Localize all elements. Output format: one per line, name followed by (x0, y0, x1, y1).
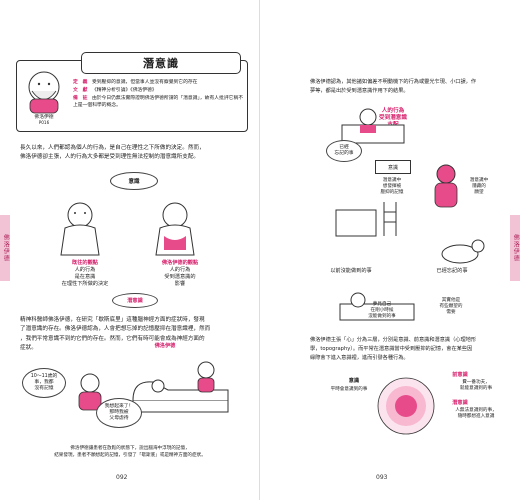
label-consciousness: 意識 (128, 179, 140, 185)
freud-name-label: 佛洛伊德 (154, 343, 176, 349)
caption-right-title: 佛洛伊德的觀點 (161, 260, 199, 266)
ladder-scene-icon (335, 202, 397, 237)
preconscious-layer-label: 前意識 (452, 372, 468, 378)
sleeping-figure-icon (339, 292, 415, 321)
paragraph-behavior: 佛洛伊德認為，其他諸如偏差不明動機下的行為或靈光乍現、小口誤，作 夢等，都是出於… (310, 78, 510, 96)
figure-right-icon (155, 202, 195, 256)
child-thought-bubble: 10～11歲的 事，我都 沒有記憶 (22, 368, 66, 398)
suppressed-memory-text: 潛意識中 想發揮被 壓抑的記憶 (380, 178, 404, 195)
text-line: 佛洛伊德認為，其他諸如偏差不明動機下的行為或靈光乍現、小口誤，作 (310, 79, 477, 85)
unconscious-layer-desc: 人無法意識到的事， 隨時都想進入意識 (455, 408, 497, 419)
mind-layers-icon (377, 377, 435, 435)
profile-title-box: 潛意識 (81, 52, 241, 74)
dog-figure-icon (441, 239, 485, 264)
dream-text: 夢見自己 在剛小時候 沒能做到的事 (368, 302, 396, 319)
page-number-right: 093 (376, 474, 388, 481)
portrait-years: P016 (38, 120, 50, 125)
caption-left-text: 人的行為 是在意識 在理性下所做的決定 (61, 267, 109, 287)
profile-row: 備 註 由於今日仍無法實際證明佛洛伊德所謂的「潛意識」，故有人批評它稱不上是一個… (73, 95, 245, 109)
consciousness-layer-desc: 平時會意識到的事 (330, 387, 368, 392)
left-page: 佛洛伊德 佛洛伊德 P016 潛意識 定 義 受到壓抑的意識，但當事人並沒有察覺… (0, 0, 260, 500)
text-line: 佛洛伊德主張「心」分為三層，分別是意識、前意識和潛意識（心理地形 (310, 337, 477, 343)
thought-cloud-bottom: 潛意識 (112, 293, 158, 308)
forgot-bubble: 已經 忘記的事 (326, 140, 362, 162)
page-number-left: 092 (116, 474, 128, 481)
figure-caption: 佛洛伊德讓患者在放鬆的狀態下，說出腦海中浮現的記憶， 結果發現，患者不願想起的記… (54, 446, 206, 458)
consciousness-layer-label: 意識 (348, 378, 360, 384)
profile-title: 潛意識 (143, 57, 179, 70)
figure-left-icon (60, 202, 100, 256)
caption-left: 既往的觀點 人的行為 是在意識 在理性下所做的決定 (40, 260, 130, 288)
right-page: 佛洛伊德 佛洛伊德認為，其他諸如偏差不明動機下的行為或靈光乍現、小口誤，作 夢等… (260, 0, 520, 500)
profile-row-label: 備 註 (73, 96, 88, 101)
text-line: 症狀。 (20, 345, 37, 352)
profile-row: 定 義 受到壓抑的意識，但當事人並沒有察覺到它的存在 (73, 79, 245, 86)
text-line: ，我們平常意識不到的它們的存在。然而，它們有時可能會成為神經方面的 (20, 335, 205, 342)
side-tab-right: 佛洛伊德 (510, 215, 520, 281)
text-line: 精神科醫師佛洛伊德，在研究「歇斯底里」這種腦神經方面的症狀時，發現 (20, 317, 205, 323)
bed-figure-icon (341, 108, 405, 144)
paragraph-discovery: 精神科醫師佛洛伊德，在研究「歇斯底里」這種腦神經方面的症狀時，發現 了潛意識的存… (20, 316, 252, 354)
cannot-do-text: 以前沒能做到的事 (330, 268, 372, 274)
unconscious-layer-label: 潛意識 (452, 400, 468, 406)
paragraph-topography: 佛洛伊德主張「心」分為三層，分別是意識、前意識和潛意識（心理地形 學，topog… (310, 336, 510, 363)
profile-row-label: 文 獻 (73, 88, 88, 93)
side-tab-left: 佛洛伊德 (0, 215, 10, 281)
label-unconscious: 潛意識 (127, 298, 143, 304)
text-line: 了潛意識的存在。佛洛伊德認為，人會把想忘掉的記憶壓抑在潛意識裡，然而 (20, 326, 211, 333)
profile-row: 文 獻 《精神分析引論》《佛洛伊德》 (73, 87, 245, 94)
profile-box: 佛洛伊德 P016 潛意識 定 義 受到壓抑的意識，但當事人並沒有察覺到它的存在… (16, 52, 248, 132)
preconscious-layer-desc: 費一番功夫， 就能意識到的事 (459, 380, 493, 391)
consciousness-box: 意識 (375, 160, 411, 174)
text-line: 長久以來，人們都認為個人的行為，是自己在理性之下所做的決定。然而， (20, 145, 205, 151)
caption-left-title: 既往的觀點 (72, 260, 98, 266)
profile-row-text: 《精神分析引論》《佛洛伊德》 (91, 88, 157, 93)
patient-thought-bubble: 我想起來了！ 那時我被 父母虐待 (96, 398, 142, 428)
pink-figure-icon (434, 164, 458, 208)
freud-portrait-icon (28, 71, 60, 114)
couch-scene-icon (132, 361, 229, 413)
child-figure-icon (78, 373, 102, 411)
text-line: 學，topography）。而平常在潛意識當中受到壓抑的記憶，會在某些因 (310, 346, 473, 352)
profile-row-text: 受到壓抑的意識，但當事人並沒有察覺到它的存在 (91, 80, 198, 85)
paragraph-intro: 長久以來，人們都認為個人的行為，是自己在理性之下所做的決定。然而， 佛洛伊德卻主… (20, 144, 250, 163)
hidden-desire-text: 潛意識中 隱藏的 願望 (469, 178, 489, 195)
thought-cloud: 意識 (110, 172, 158, 190)
text-line: 夢等，都是出於受到潛意識作用下的結果。 (310, 88, 409, 94)
forgot-text: 已經忘記的事 (436, 268, 468, 274)
caption-right-text: 人的行為 受到潛意識的 影響 (164, 267, 196, 287)
portrait: 佛洛伊德 P016 (22, 66, 66, 126)
caption-right: 佛洛伊德的觀點 人的行為 受到潛意識的 影響 (135, 260, 225, 288)
profile-row-text: 由於今日仍無法實際證明佛洛伊德所謂的「潛意識」，故有人批評它稱不上是一個科學的概… (73, 96, 244, 108)
text-line: 緣際會下進入意識裡，進而引發各種行為。 (310, 355, 409, 361)
portrait-caption: 佛洛伊德 (34, 115, 54, 120)
profile-row-label: 定 義 (73, 80, 88, 85)
text-line: 佛洛伊德卻主張，人的行為大多都是受到理性無法控制的潛意識所支配。 (20, 154, 200, 161)
wish-text: 其實他是 有些願望的 需要 (439, 298, 463, 315)
